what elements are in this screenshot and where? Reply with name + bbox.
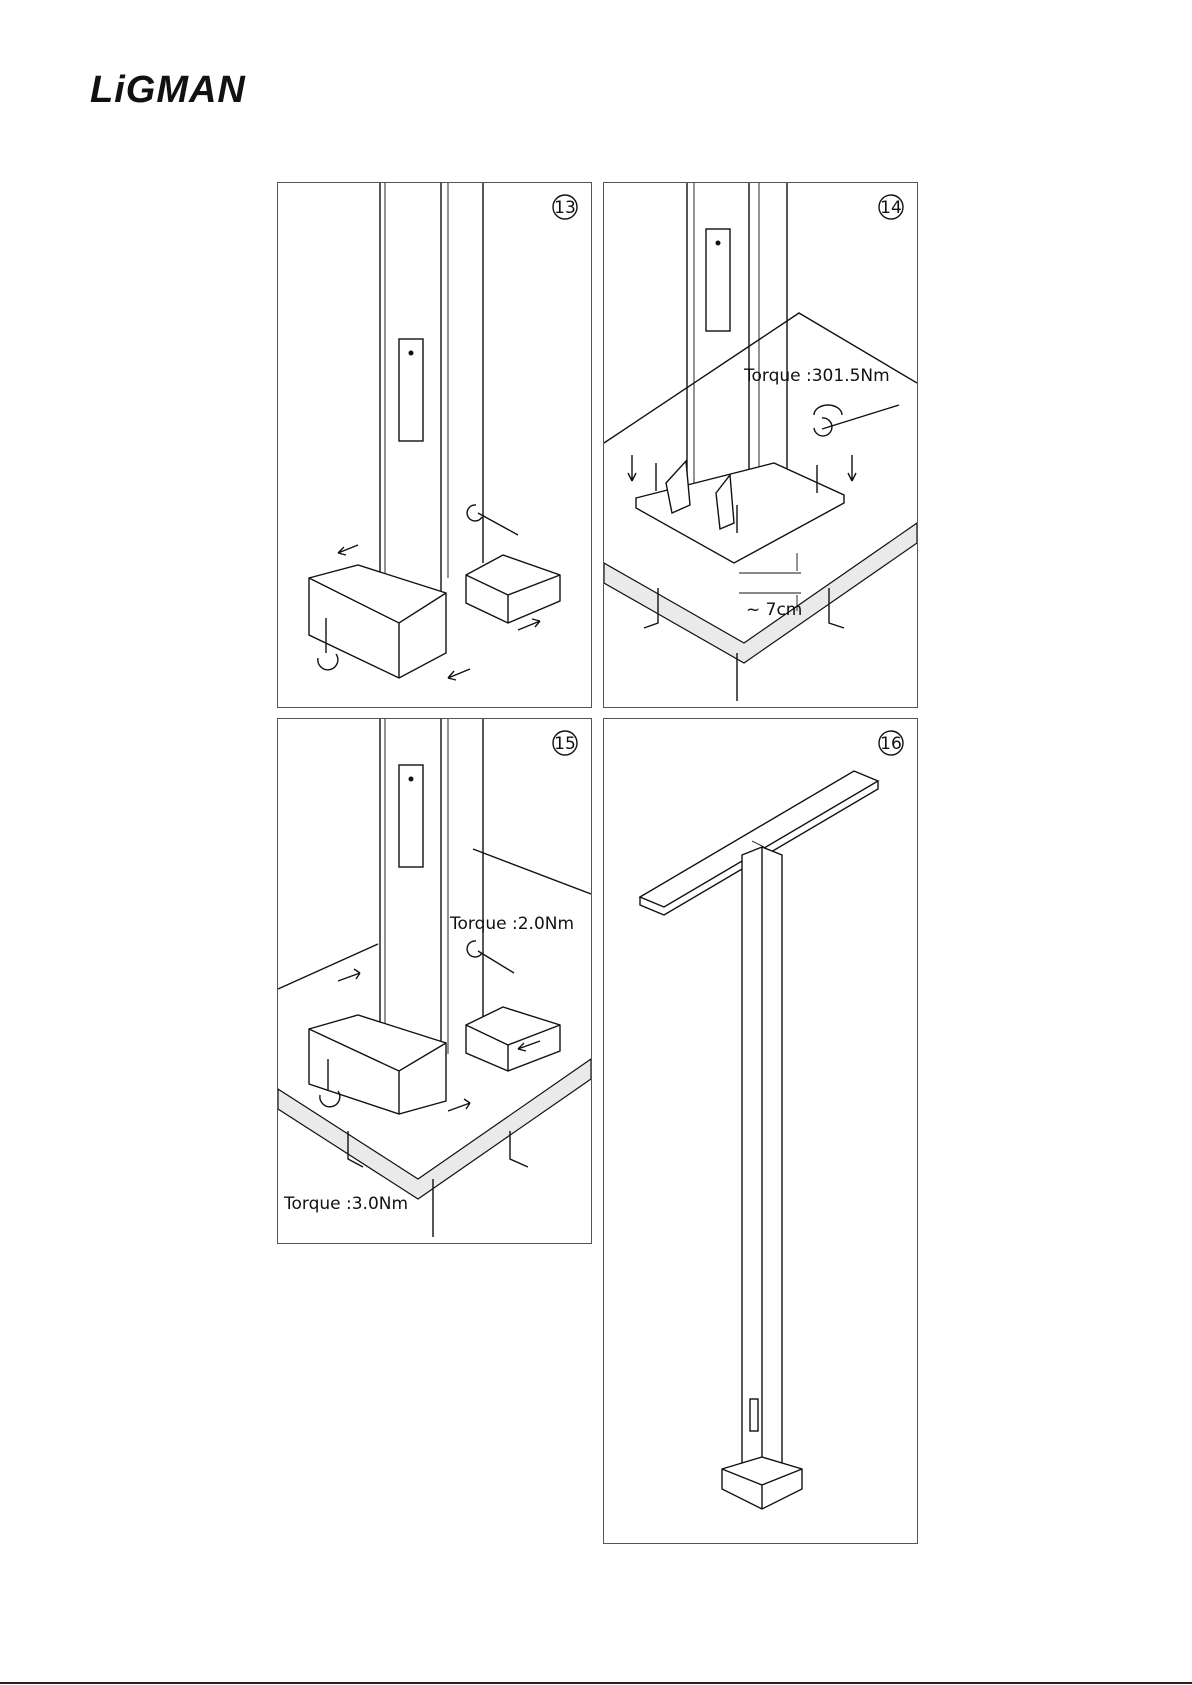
page-bottom-rule: [0, 1682, 1192, 1684]
step-15-panel: 15 Torque :2.0Nm Torque :3.0Nm: [277, 718, 592, 1244]
wrench-icon: [467, 941, 514, 973]
step-number: 13: [554, 198, 576, 218]
arrow-icon: [448, 1099, 470, 1111]
torque-label: Torque :301.5Nm: [743, 366, 890, 386]
step-14-illustration: 14 Torque :301.5Nm ~ 7cm: [604, 183, 917, 707]
arrow-icon: [448, 669, 470, 680]
step-number: 15: [554, 734, 576, 754]
door-screw: [716, 241, 721, 246]
base-cover-front: [309, 565, 446, 678]
base-plate: [636, 463, 844, 563]
door-screw: [409, 351, 414, 356]
down-arrow-icon: [628, 455, 636, 481]
door-screw: [409, 777, 414, 782]
torque-label: Torque :2.0Nm: [449, 914, 574, 934]
wrench-icon: [814, 405, 899, 436]
step-16-illustration: 16: [604, 719, 917, 1543]
pole-outline: [380, 719, 483, 1059]
torque-label: Torque :3.0Nm: [283, 1194, 408, 1214]
step-number: 14: [880, 198, 902, 218]
brand-logo: LiGMAN: [90, 70, 310, 106]
dimension-label: ~ 7cm: [746, 600, 802, 620]
step-13-panel: 13: [277, 182, 592, 708]
logo-text: LiGMAN: [90, 70, 246, 106]
arrow-icon: [518, 619, 540, 630]
step-16-panel: 16: [603, 718, 918, 1544]
wrench-icon: [467, 505, 518, 535]
access-door: [750, 1399, 758, 1431]
step-14-panel: 14 Torque :301.5Nm ~ 7cm: [603, 182, 918, 708]
base-cover-right: [466, 1007, 560, 1071]
base-cover-right: [466, 555, 560, 623]
rotate-arrow-icon: [814, 405, 842, 415]
pole-outline: [380, 183, 483, 603]
step-13-illustration: 13: [278, 183, 591, 707]
down-arrow-icon: [848, 455, 856, 481]
arrow-icon: [338, 969, 360, 981]
base-cover-front: [309, 1015, 446, 1114]
step-number: 16: [880, 734, 902, 754]
step-15-illustration: 15 Torque :2.0Nm Torque :3.0Nm: [278, 719, 591, 1243]
arrow-icon: [338, 545, 358, 555]
